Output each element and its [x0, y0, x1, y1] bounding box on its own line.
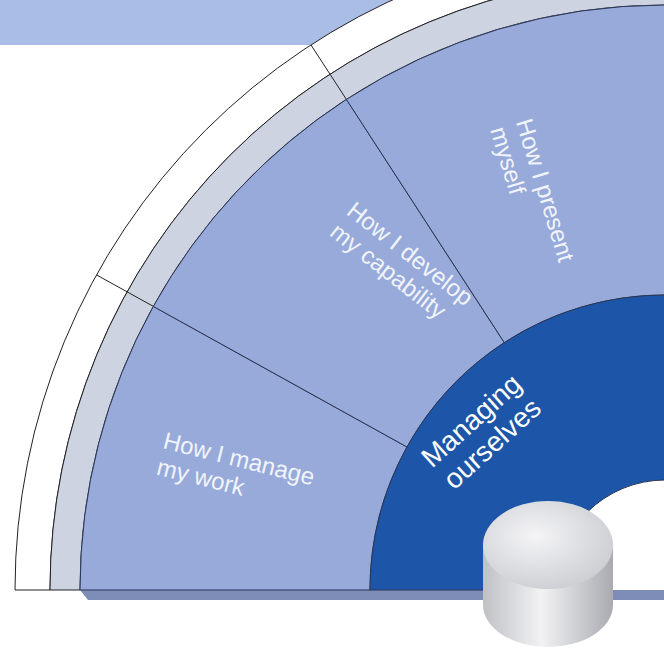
gray-ring — [50, 0, 664, 590]
ring-divider — [97, 275, 154, 307]
ring-divider — [311, 45, 346, 99]
segment-outline — [346, 5, 664, 343]
outer-ring — [15, 0, 664, 590]
segment-outline — [370, 295, 664, 590]
cylinder-top — [483, 501, 613, 589]
